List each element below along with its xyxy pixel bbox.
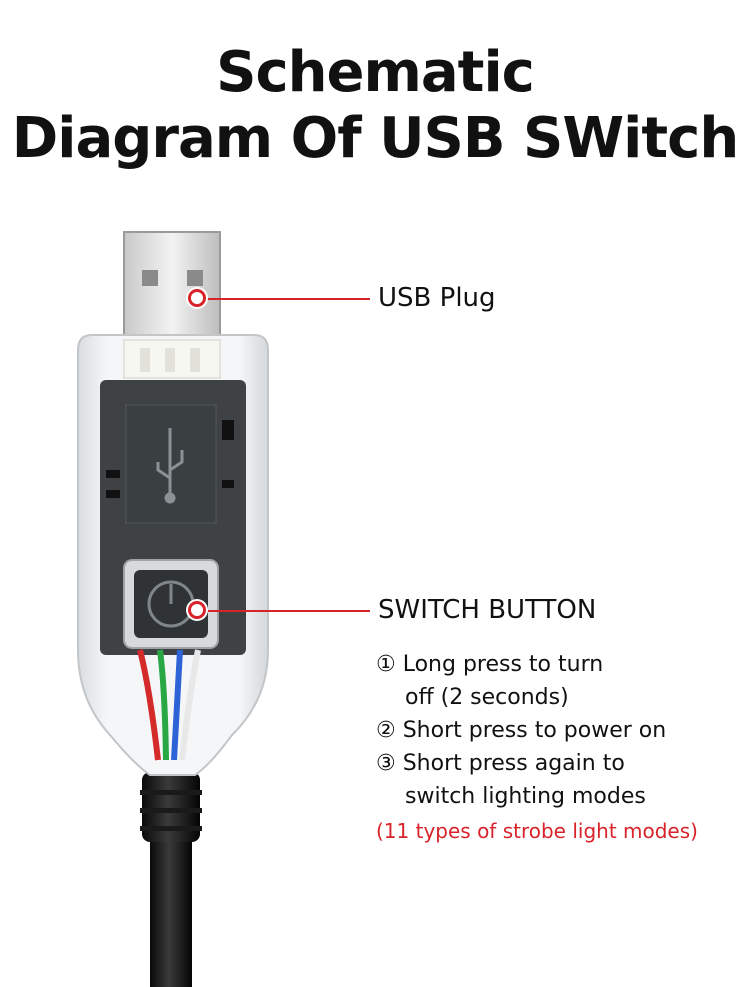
- instruction-step-3-cont: switch lighting modes: [405, 784, 646, 809]
- instruction-step-1: ① Long press to turn: [376, 652, 604, 677]
- title-line-1: Schematic: [216, 40, 535, 105]
- instruction-step-3: ③ Short press again to: [376, 751, 625, 776]
- switch-button-callout-line: [197, 610, 370, 612]
- switch-button-marker: [188, 601, 206, 619]
- title-line-2: Diagram Of USB SWitch: [11, 106, 739, 171]
- device-shell: [77, 334, 269, 776]
- strobe-modes-note: (11 types of strobe light modes): [376, 819, 698, 843]
- usb-plug-marker: [188, 289, 206, 307]
- instruction-step-1-cont: off (2 seconds): [405, 685, 569, 710]
- usb-plug-callout-line: [197, 298, 370, 300]
- switch-button-label: SWITCH BUTTON: [378, 595, 597, 625]
- cable: [140, 772, 202, 987]
- instruction-step-2: ② Short press to power on: [376, 718, 667, 743]
- instructions-list: ① Long press to turn off (2 seconds) ② S…: [376, 648, 736, 848]
- usb-plug-label: USB Plug: [378, 283, 496, 313]
- usb-plug-metal: [123, 231, 221, 341]
